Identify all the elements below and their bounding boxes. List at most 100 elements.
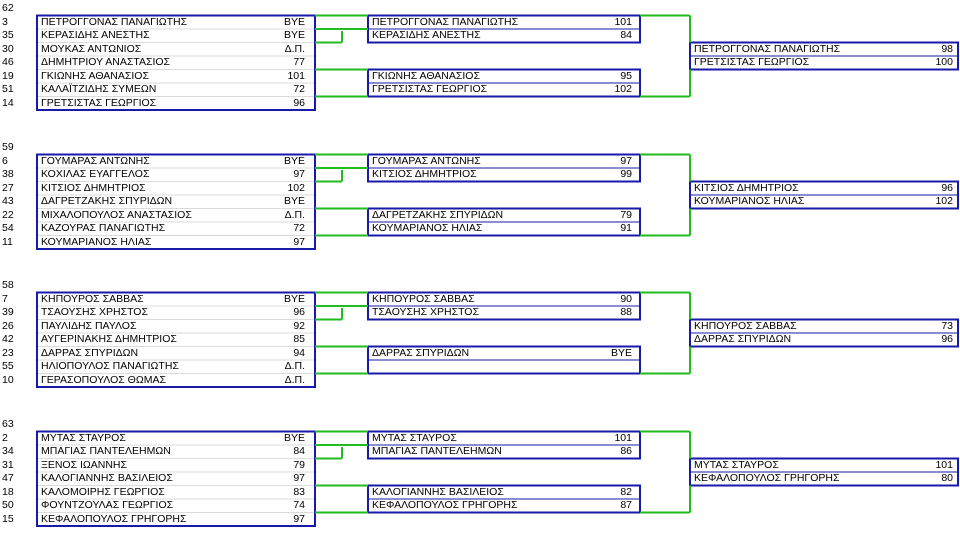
player-name: ΔΑΡΡΑΣ ΣΠΥΡΙΔΩΝ xyxy=(372,346,470,359)
player-name: ΓΚΙΩΝΗΣ ΑΘΑΝΑΣΙΟΣ xyxy=(41,69,149,82)
player-name: ΜΥΤΑΣ ΣΤΑΥΡΟΣ xyxy=(372,431,457,444)
player-name: ΠΕΤΡΟΓΓΟΝΑΣ ΠΑΝΑΓΙΩΤΗΣ xyxy=(694,42,841,55)
player-score: 99 xyxy=(620,168,632,180)
seed-number: 3 xyxy=(2,15,8,28)
player-name: ΚΑΛΑΪΤΖΙΔΗΣ ΣΥΜΕΩΝ xyxy=(41,83,157,95)
player-score: 97 xyxy=(293,512,305,525)
player-score: 102 xyxy=(287,181,305,194)
round1-box xyxy=(36,430,316,527)
player-score: ΒΥΕ xyxy=(283,292,305,305)
player-score: 88 xyxy=(620,306,632,318)
player-name: ΠΑΥΛΙΔΗΣ ΠΑΥΛΟΣ xyxy=(41,319,137,332)
player-name: ΜΙΧΑΛΟΠΟΥΛΟΣ ΑΝΑΣΤΑΣΙΟΣ xyxy=(41,208,192,221)
player-name: ΚΟΥΜΑΡΙΑΝΟΣ ΗΛΙΑΣ xyxy=(372,222,483,234)
player-name: ΔΑΓΡΕΤΖΑΚΗΣ ΣΠΥΡΙΔΩΝ xyxy=(41,195,173,207)
player-score: 97 xyxy=(293,235,305,248)
player-name: ΚΗΠΟΥΡΟΣ ΣΑΒΒΑΣ xyxy=(694,319,797,332)
player-name: ΤΣΑΟΥΣΗΣ ΧΡΗΣΤΟΣ xyxy=(41,306,148,318)
seed-number: 39 xyxy=(2,306,14,318)
player-score: 101 xyxy=(935,458,953,471)
seed-number: 46 xyxy=(2,56,14,68)
player-score: 102 xyxy=(935,195,953,207)
player-score: 80 xyxy=(941,472,953,484)
player-score: 97 xyxy=(620,154,632,167)
player-score: 101 xyxy=(614,431,632,444)
player-name: ΚΕΦΑΛΟΠΟΥΛΟΣ ΓΡΗΓΟΡΗΣ xyxy=(694,472,840,484)
player-score: 96 xyxy=(293,306,305,318)
seed-number: 11 xyxy=(2,235,13,248)
group-number: 58 xyxy=(2,279,14,291)
seed-number: 26 xyxy=(2,319,14,332)
player-name: ΑΥΓΕΡΙΝΑΚΗΣ ΔΗΜΗΤΡΙΟΣ xyxy=(41,333,177,345)
round1-box xyxy=(36,14,316,111)
player-score xyxy=(592,359,632,373)
player-name: ΓΚΙΩΝΗΣ ΑΘΑΝΑΣΙΟΣ xyxy=(372,69,480,82)
player-name: ΚΑΖΟΥΡΑΣ ΠΑΝΑΓΙΩΤΗΣ xyxy=(41,222,166,234)
player-name: ΜΠΑΓΙΑΣ ΠΑΝΤΕΛΕΗΜΩΝ xyxy=(41,445,171,457)
player-score: 100 xyxy=(935,56,953,68)
player-name: ΓΡΕΤΣΙΣΤΑΣ ΓΕΩΡΓΙΟΣ xyxy=(41,96,157,109)
player-score: 90 xyxy=(620,292,632,305)
seed-number: 35 xyxy=(2,29,14,41)
seed-number: 23 xyxy=(2,346,14,359)
seed-number: 34 xyxy=(2,445,14,457)
round1-box xyxy=(36,291,316,388)
seed-number: 54 xyxy=(2,222,14,234)
player-name: ΞΕΝΟΣ ΙΩΑΝΝΗΣ xyxy=(41,458,127,471)
player-name: ΓΟΥΜΑΡΑΣ ΑΝΤΩΝΗΣ xyxy=(372,154,481,167)
player-name: ΜΥΤΑΣ ΣΤΑΥΡΟΣ xyxy=(694,458,779,471)
seed-number: 7 xyxy=(2,292,8,305)
seed-number: 19 xyxy=(2,69,14,82)
player-score: ΒΥΕ xyxy=(283,431,305,444)
player-name: ΓΡΕΤΣΙΣΤΑΣ ΓΕΩΡΓΙΟΣ xyxy=(694,56,810,68)
group-number: 63 xyxy=(2,418,14,430)
player-name: ΜΟΥΚΑΣ ΑΝΤΩΝΙΟΣ xyxy=(41,42,142,55)
seed-number: 42 xyxy=(2,333,14,345)
player-name: ΚΗΠΟΥΡΟΣ ΣΑΒΒΑΣ xyxy=(41,292,144,305)
player-score: 82 xyxy=(620,485,632,498)
player-score: 96 xyxy=(941,333,953,345)
seed-number: 30 xyxy=(2,42,14,55)
player-score: 85 xyxy=(293,333,305,345)
player-score: 92 xyxy=(293,319,305,332)
player-name: ΚΙΤΣΙΟΣ ΔΗΜΗΤΡΙΟΣ xyxy=(41,181,146,194)
seed-number: 31 xyxy=(2,458,14,471)
player-score: 74 xyxy=(293,499,305,511)
player-name: ΔΑΡΡΑΣ ΣΠΥΡΙΔΩΝ xyxy=(694,333,792,345)
seed-number: 2 xyxy=(2,431,8,444)
seed-number: 10 xyxy=(2,373,14,386)
seed-number: 6 xyxy=(2,154,8,167)
player-score: ΒΥΕ xyxy=(283,29,305,41)
player-name: ΓΟΥΜΑΡΑΣ ΑΝΤΩΝΗΣ xyxy=(41,154,150,167)
player-name: ΚΗΠΟΥΡΟΣ ΣΑΒΒΑΣ xyxy=(372,292,475,305)
seed-number: 50 xyxy=(2,499,14,511)
player-name: ΚΟΥΜΑΡΙΑΝΟΣ ΗΛΙΑΣ xyxy=(694,195,805,207)
player-name: ΗΛΙΟΠΟΥΛΟΣ ΠΑΝΑΓΙΩΤΗΣ xyxy=(41,360,179,372)
player-score: 96 xyxy=(293,96,305,109)
player-score: 97 xyxy=(293,472,305,484)
player-score: Δ.Π. xyxy=(284,42,305,55)
player-score: 96 xyxy=(941,181,953,194)
seed-number: 43 xyxy=(2,195,14,207)
player-name: ΚΑΛΟΜΟΙΡΗΣ ΓΕΩΡΓΙΟΣ xyxy=(41,485,165,498)
player-score: 97 xyxy=(293,168,305,180)
seed-number: 15 xyxy=(2,512,14,525)
player-name: ΚΟΥΜΑΡΙΑΝΟΣ ΗΛΙΑΣ xyxy=(41,235,152,248)
player-name: ΜΠΑΓΙΑΣ ΠΑΝΤΕΛΕΗΜΩΝ xyxy=(372,445,502,457)
player-name: ΚΕΦΑΛΟΠΟΥΛΟΣ ΓΡΗΓΟΡΗΣ xyxy=(372,499,518,511)
player-name: ΚΑΛΟΓΙΑΝΝΗΣ ΒΑΣΙΛΕΙΟΣ xyxy=(41,472,173,484)
player-name: ΔΑΓΡΕΤΖΑΚΗΣ ΣΠΥΡΙΔΩΝ xyxy=(372,208,504,221)
seed-number: 38 xyxy=(2,168,14,180)
player-name: ΚΕΡΑΣΙΔΗΣ ΑΝΕΣΤΗΣ xyxy=(372,29,481,41)
seed-number: 55 xyxy=(2,360,14,372)
player-score: ΒΥΕ xyxy=(283,195,305,207)
player-name: ΠΕΤΡΟΓΓΟΝΑΣ ΠΑΝΑΓΙΩΤΗΣ xyxy=(372,15,519,28)
player-name: ΔΗΜΗΤΡΙΟΥ ΑΝΑΣΤΑΣΙΟΣ xyxy=(41,56,171,68)
player-score: 77 xyxy=(293,56,305,68)
player-score: ΒΥΕ xyxy=(283,154,305,167)
player-score: 94 xyxy=(293,346,305,359)
player-score: 91 xyxy=(620,222,632,234)
player-name: ΓΡΕΤΣΙΣΤΑΣ ΓΕΩΡΓΙΟΣ xyxy=(372,83,488,95)
